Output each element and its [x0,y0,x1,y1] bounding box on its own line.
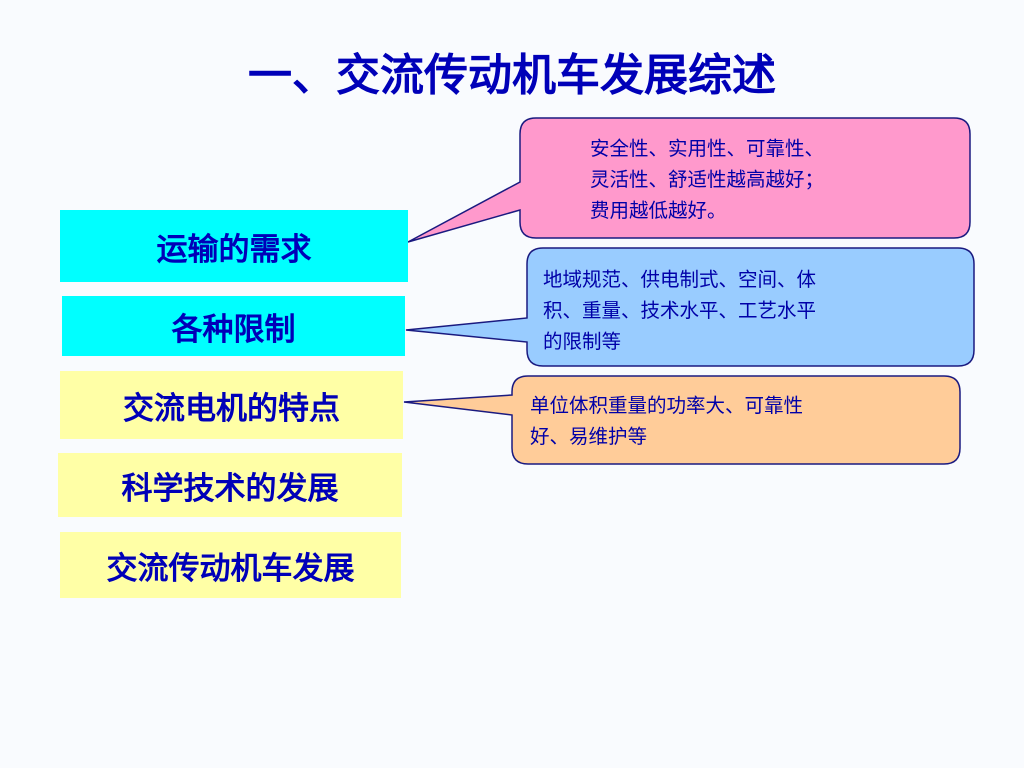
callout-line: 单位体积重量的功率大、可靠性 [530,394,804,417]
callout-line: 安全性、实用性、可靠性、 [590,137,825,160]
topic-box-limitations: 各种限制 [62,296,405,356]
callout-line: 费用越低越好。 [590,199,727,222]
topic-label: 交流传动机车发展 [106,550,355,587]
callout-bubble-demand [407,117,971,243]
callout-line: 的限制等 [543,330,622,353]
topic-box-ac-locomotive-development: 交流传动机车发展 [60,532,401,598]
topic-box-ac-motor-features: 交流电机的特点 [60,371,403,439]
topic-box-tech-development: 科学技术的发展 [58,453,402,517]
topic-box-transport-demand: 运输的需求 [60,210,408,282]
topic-label: 运输的需求 [156,231,312,268]
topic-label: 交流电机的特点 [123,390,340,427]
callout-bubble-motor [403,375,961,465]
callout-line: 好、易维护等 [530,425,648,448]
callout-line: 灵活性、舒适性越高越好； [590,168,825,191]
callout-bubble-limits [405,247,975,367]
callout-text-demand: 安全性、实用性、可靠性、 灵活性、舒适性越高越好； 费用越低越好。 [590,133,962,226]
topic-label: 科学技术的发展 [121,470,339,507]
slide-title: 一、交流传动机车发展综述 [248,50,776,101]
callout-line: 地域规范、供电制式、空间、体 [543,268,817,291]
callout-line: 积、重量、技术水平、工艺水平 [543,299,817,322]
callout-text-limits: 地域规范、供电制式、空间、体 积、重量、技术水平、工艺水平 的限制等 [543,264,971,357]
callout-text-motor: 单位体积重量的功率大、可靠性 好、易维护等 [530,390,958,452]
topic-label: 各种限制 [171,311,296,348]
